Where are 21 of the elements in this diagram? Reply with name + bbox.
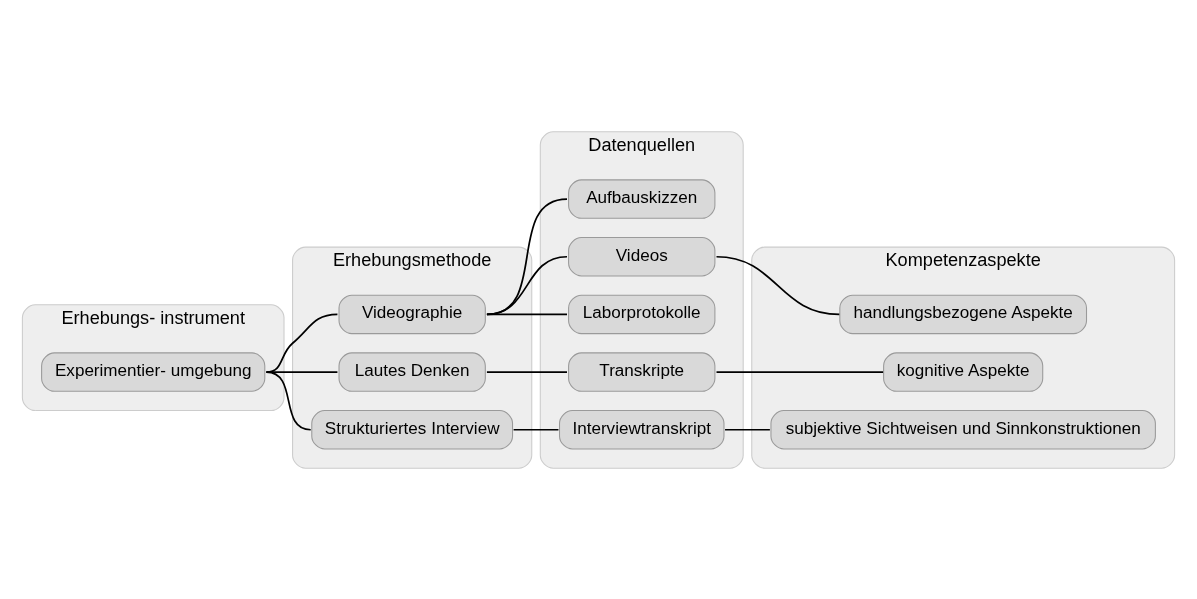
node-box: kognitive Aspekte	[883, 351, 1044, 392]
node-box: Strukturiertes Interview	[311, 409, 514, 449]
node-box: handlungsbezogene Aspekte	[839, 294, 1088, 334]
node-box: Lautes Denken	[338, 351, 486, 392]
connector	[715, 370, 884, 373]
connector	[512, 428, 560, 431]
connector	[715, 255, 841, 315]
node-box: Experimentier- umgebung	[41, 351, 266, 392]
node-box: subjektive Sichtweisen und Sinnkonstruktionen	[770, 409, 1156, 449]
node-box: Videos	[568, 236, 716, 276]
connector	[486, 255, 568, 315]
connector	[486, 197, 568, 315]
node-box: Videographie	[338, 294, 486, 334]
connector	[265, 370, 312, 431]
node-box: Aufbauskizzen	[568, 178, 716, 219]
node-box: Laborprotokolle	[568, 294, 716, 334]
node-box: Transkripte	[568, 351, 716, 392]
node-box: Interviewtranskript	[559, 409, 725, 449]
connector	[724, 428, 771, 431]
connector	[486, 370, 568, 373]
connector	[486, 313, 568, 315]
